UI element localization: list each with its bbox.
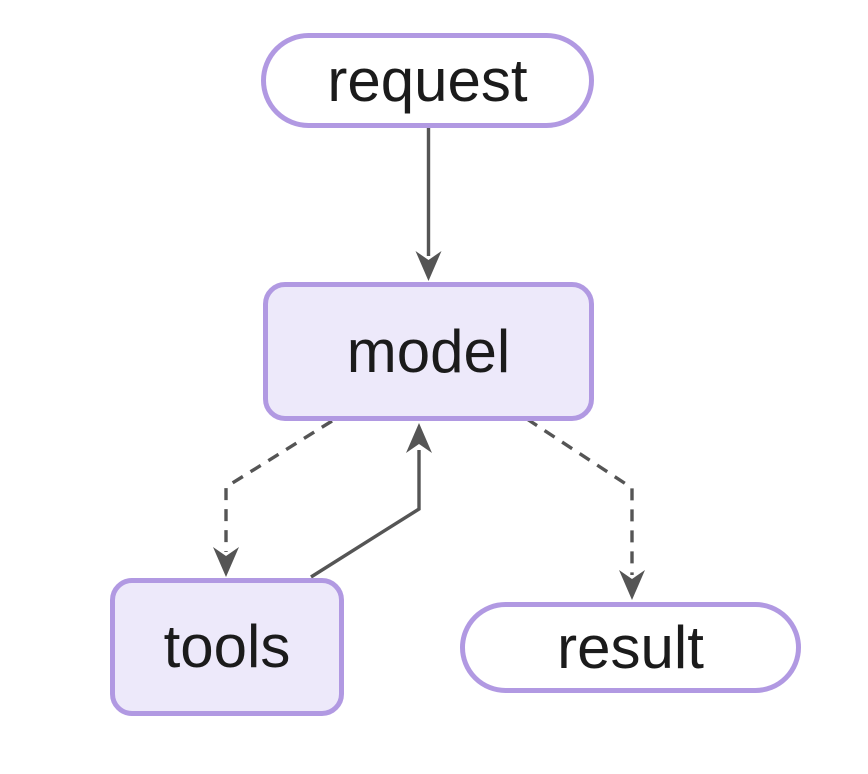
edge-tools-model-line bbox=[310, 450, 421, 579]
node-result-label: result bbox=[557, 613, 704, 681]
node-tools-label: tools bbox=[163, 613, 291, 680]
arrowhead-down-icon bbox=[619, 570, 645, 600]
node-request: request bbox=[261, 33, 594, 128]
arrowhead-down-icon bbox=[415, 251, 442, 281]
edge-model-result bbox=[526, 417, 645, 600]
edge-request-model bbox=[415, 128, 442, 281]
arrowhead-down-icon bbox=[213, 547, 239, 577]
edge-model-tools bbox=[213, 419, 333, 577]
edge-model-tools-line bbox=[224, 419, 333, 552]
edge-model-result-line bbox=[526, 417, 634, 575]
edge-tools-model bbox=[310, 423, 432, 579]
node-model: model bbox=[263, 282, 594, 421]
node-result: result bbox=[460, 602, 801, 693]
node-tools: tools bbox=[110, 578, 344, 716]
node-model-label: model bbox=[346, 317, 511, 385]
arrowhead-up-icon bbox=[406, 423, 432, 453]
node-request-label: request bbox=[327, 46, 528, 114]
